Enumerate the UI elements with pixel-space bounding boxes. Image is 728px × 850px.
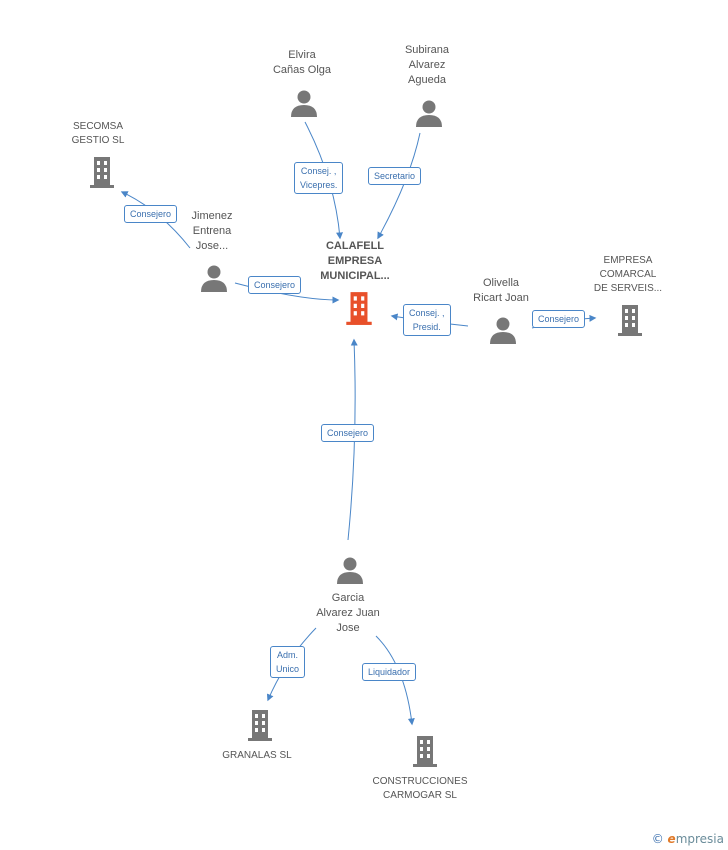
node-label-elvira[interactable]: Elvira Cañas Olga: [272, 49, 332, 76]
node-label-subirana[interactable]: Subirana Alvarez Agueda: [404, 44, 450, 86]
center-building-icon[interactable]: [342, 290, 376, 326]
person-icon[interactable]: [199, 263, 229, 293]
node-label-secomsa[interactable]: SECOMSA GESTIO SL: [71, 121, 125, 146]
edge-label-jimenez-secomsa: Consejero: [124, 205, 178, 223]
copyright-symbol: ©: [651, 832, 664, 846]
person-icon[interactable]: [414, 98, 444, 128]
edge-label-garcia-calafell: Consejero: [321, 424, 375, 442]
node-label-olivella[interactable]: Olivella Ricart Joan: [473, 277, 529, 304]
edge-label-elvira: Consej. , Vicepres.: [294, 162, 344, 194]
node-label-jimenez[interactable]: Jimenez Entrena Jose...: [191, 210, 233, 252]
person-icon[interactable]: [488, 315, 518, 345]
node-label-comarcal[interactable]: EMPRESA COMARCAL DE SERVEIS...: [593, 255, 663, 294]
person-icon[interactable]: [335, 555, 365, 585]
building-icon[interactable]: [409, 734, 441, 768]
node-label-garcia[interactable]: Garcia Alvarez Juan Jose: [316, 592, 380, 634]
node-label-calafell[interactable]: CALAFELL EMPRESA MUNICIPAL...: [320, 240, 390, 282]
edge-label-olivella-comarcal: Consejero: [532, 310, 586, 328]
empresia-logo: © empresia: [652, 832, 724, 846]
edge-label-garcia-granalas: Adm. Unico: [270, 646, 306, 678]
brand-name: mpresia: [675, 832, 724, 846]
brand-initial: e: [667, 832, 676, 846]
building-icon[interactable]: [86, 155, 118, 189]
node-label-granalas[interactable]: GRANALAS SL: [222, 750, 292, 761]
building-icon[interactable]: [614, 303, 646, 337]
edge-label-jimenez-calafell: Consejero: [248, 276, 302, 294]
edge-label-olivella-calafell: Consej. , Presid.: [403, 304, 451, 336]
building-icon[interactable]: [244, 708, 276, 742]
person-icon[interactable]: [289, 88, 319, 118]
node-label-construcciones[interactable]: CONSTRUCCIONES CARMOGAR SL: [372, 776, 468, 801]
edge-subirana-calafell: [377, 132, 421, 240]
edge-label-subirana: Secretario: [368, 167, 422, 185]
edge-label-garcia-construcciones: Liquidador: [362, 663, 417, 681]
